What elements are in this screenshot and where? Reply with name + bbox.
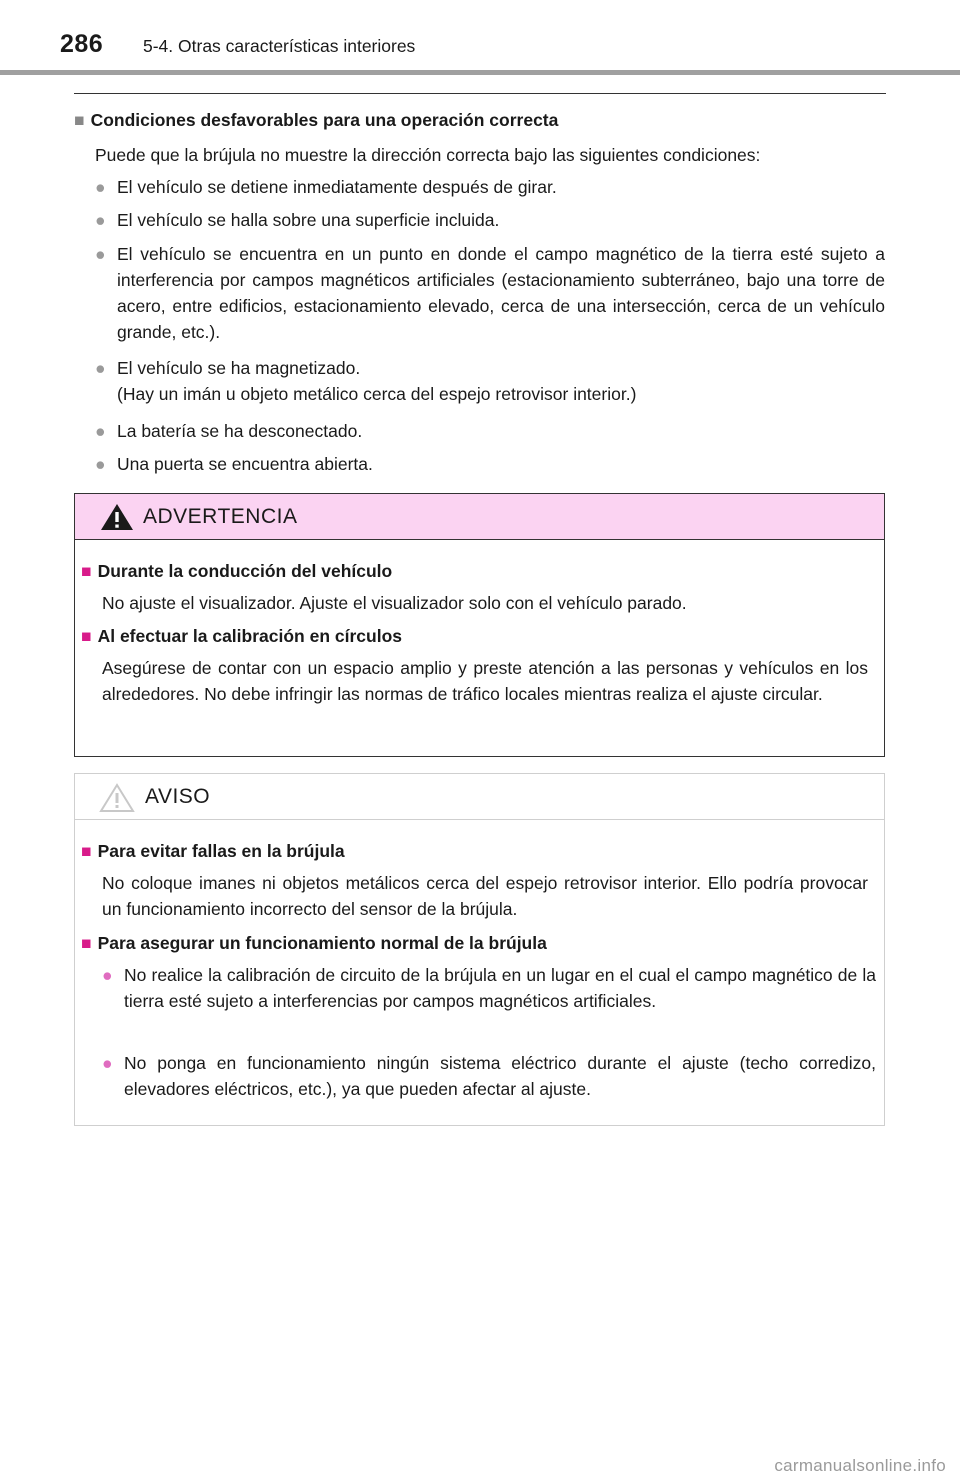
page-number: 286: [60, 30, 104, 58]
main-heading-text: Condiciones desfavorables para una opera…: [90, 110, 559, 130]
section-rule: [74, 93, 886, 94]
bullet-dot-icon: ●: [95, 358, 106, 378]
notice-title: AVISO: [145, 785, 211, 808]
warning-box-header: ADVERTENCIA: [75, 494, 884, 540]
list-item: ● La batería se ha desconectado.: [95, 418, 885, 444]
square-bullet-icon: ■: [81, 933, 92, 953]
warning-text-1: No ajuste el visualizador. Ajuste el vis…: [102, 593, 687, 613]
bullet-dot-icon: ●: [95, 454, 106, 474]
list-item-text: El vehículo se detiene inmediatamente de…: [117, 177, 557, 197]
warning-heading-2: ■Al efectuar la calibración en círculos: [81, 624, 402, 648]
bullet-dot-icon: ●: [95, 210, 106, 230]
warning-box: ADVERTENCIA ■Durante la conducción del v…: [74, 493, 885, 757]
list-item-text: El vehículo se encuentra en un punto en …: [117, 244, 885, 342]
intro-paragraph: Puede que la brújula no muestre la direc…: [95, 145, 761, 165]
warning-text-2: Asegúrese de contar con un espacio ampli…: [102, 658, 868, 704]
header-rule: [0, 70, 960, 75]
notice-text-1: No coloque imanes ni objetos metálicos c…: [102, 873, 868, 919]
notice-box-header: AVISO: [75, 774, 884, 820]
bullet-dot-icon: ●: [95, 244, 106, 264]
square-bullet-icon: ■: [81, 841, 92, 861]
caution-triangle-icon: [99, 783, 135, 812]
square-bullet-icon: ■: [74, 110, 85, 130]
notice-heading-2: ■Para asegurar un funcionamiento normal …: [81, 931, 547, 955]
notice-heading-text: Para evitar fallas en la brújula: [97, 841, 345, 861]
list-item-note: (Hay un imán u objeto metálico cerca del…: [117, 384, 637, 404]
bullet-dot-icon: ●: [95, 177, 106, 197]
notice-heading-1: ■Para evitar fallas en la brújula: [81, 839, 345, 863]
list-item: ● No realice la calibración de circuito …: [102, 962, 876, 1014]
bullet-dot-icon: ●: [95, 421, 106, 441]
list-item-text: No realice la calibración de circuito de…: [124, 965, 876, 1011]
warning-heading-1: ■Durante la conducción del vehículo: [81, 559, 392, 583]
list-item-text: Una puerta se encuentra abierta.: [117, 454, 373, 474]
list-item: ● No ponga en funcionamiento ningún sist…: [102, 1050, 876, 1102]
square-bullet-icon: ■: [81, 626, 92, 646]
warning-heading-text: Durante la conducción del vehículo: [97, 561, 393, 581]
list-item-text: La batería se ha desconectado.: [117, 421, 363, 441]
list-item: ● El vehículo se encuentra en un punto e…: [95, 241, 885, 345]
list-item: ● El vehículo se halla sobre una superfi…: [95, 207, 885, 233]
bullet-dot-icon: ●: [102, 1053, 113, 1073]
list-item: ● El vehículo se detiene inmediatamente …: [95, 174, 885, 200]
list-item-text: El vehículo se ha magnetizado.: [117, 358, 361, 378]
list-item-text: No ponga en funcionamiento ningún sistem…: [124, 1053, 876, 1099]
main-heading: ■Condiciones desfavorables para una oper…: [74, 108, 558, 132]
warning-heading-text: Al efectuar la calibración en círculos: [97, 626, 402, 646]
notice-box: AVISO ■Para evitar fallas en la brújula …: [74, 773, 885, 1126]
bullet-dot-icon: ●: [102, 965, 113, 985]
list-item: ● Una puerta se encuentra abierta.: [95, 451, 885, 477]
warning-triangle-icon: [101, 504, 133, 530]
warning-title: ADVERTENCIA: [143, 505, 298, 528]
list-item-text: El vehículo se halla sobre una superfici…: [117, 210, 500, 230]
list-item: ● El vehículo se ha magnetizado. (Hay un…: [95, 355, 885, 407]
square-bullet-icon: ■: [81, 561, 92, 581]
notice-heading-text: Para asegurar un funcionamiento normal d…: [97, 933, 547, 953]
section-title: 5-4. Otras características interiores: [143, 36, 416, 56]
watermark: carmanualsonline.info: [774, 1456, 946, 1475]
